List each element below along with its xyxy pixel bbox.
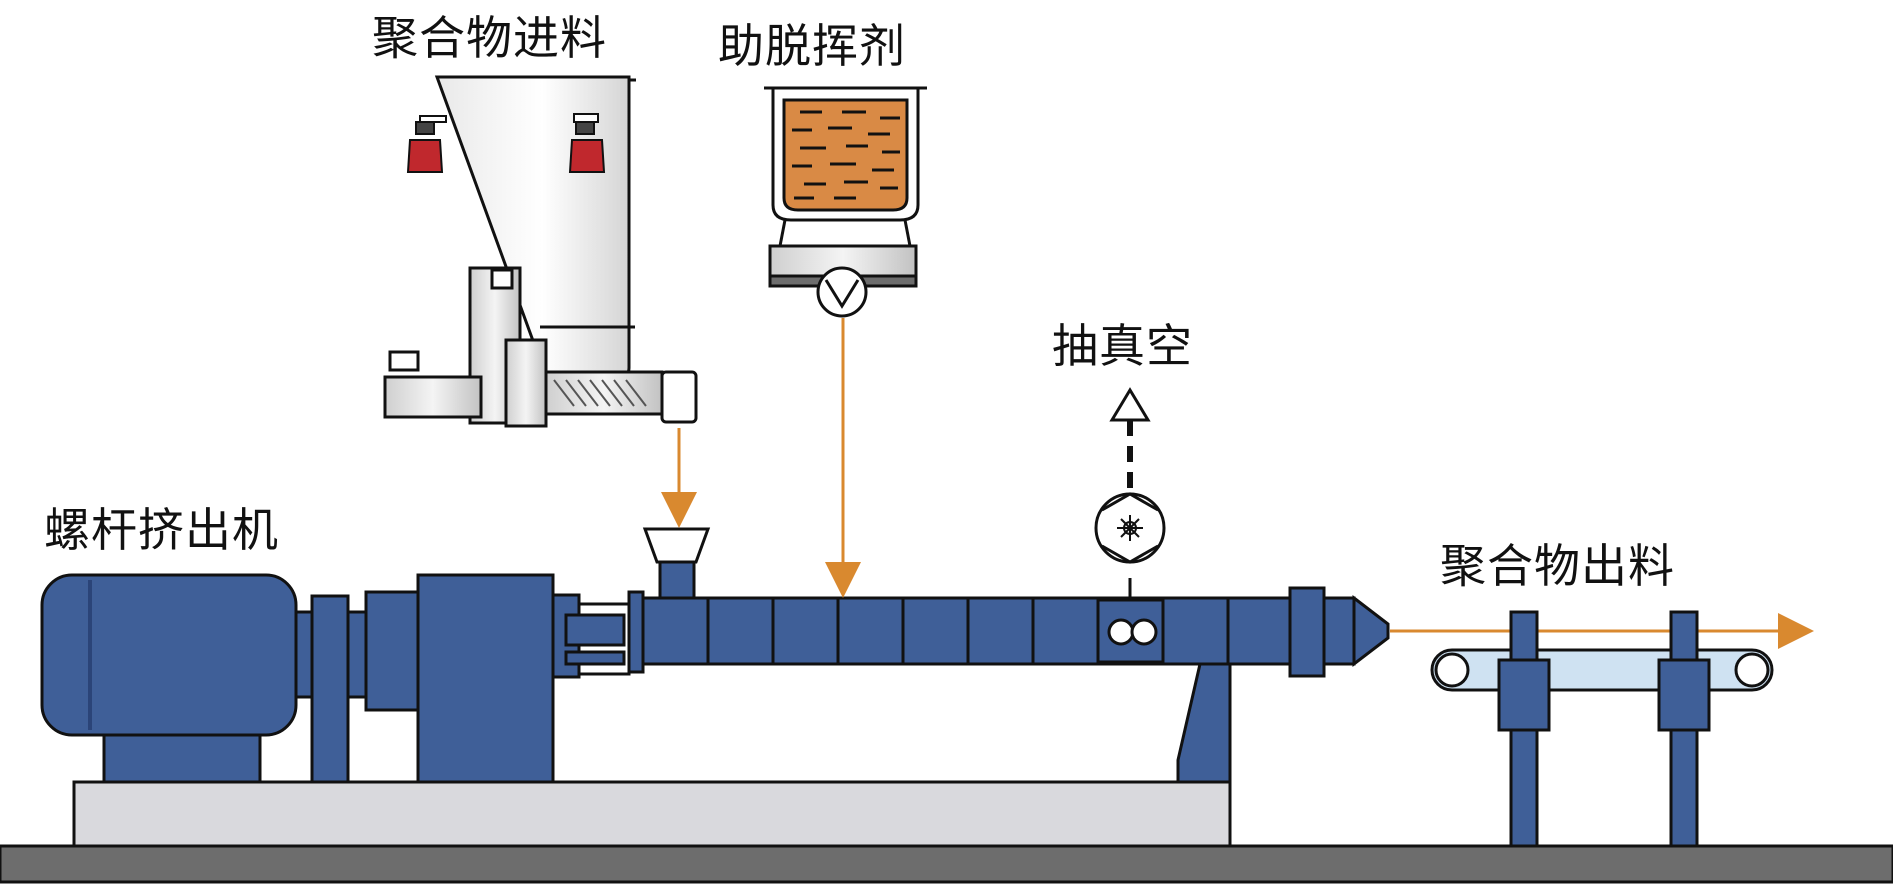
motor-icon bbox=[40, 573, 581, 784]
tank-icon bbox=[764, 86, 927, 288]
conveyor-icon bbox=[1430, 610, 1774, 848]
pump-icon bbox=[816, 266, 868, 318]
coupling bbox=[564, 590, 645, 676]
barrel-support bbox=[1176, 662, 1232, 784]
hopper-valve-left bbox=[406, 115, 447, 173]
extruder-barrel bbox=[641, 586, 1390, 678]
floor bbox=[0, 844, 1893, 884]
devolatilizer-label: 助脱挥剂 bbox=[718, 19, 906, 73]
extruder-label: 螺杆挤出机 bbox=[44, 503, 279, 557]
hopper-valve-right bbox=[568, 113, 606, 173]
polymer-feed-label: 聚合物进料 bbox=[372, 11, 607, 65]
vacuum-arrow-icon bbox=[1109, 387, 1151, 422]
vacuum-label: 抽真空 bbox=[1052, 319, 1193, 373]
base-platform bbox=[72, 780, 1232, 848]
feed-funnel bbox=[642, 527, 711, 600]
vent-port bbox=[1096, 598, 1165, 664]
vacuum-pump-icon bbox=[1094, 387, 1166, 598]
gear-icon bbox=[1117, 515, 1143, 541]
polymer-output-label: 聚合物出料 bbox=[1440, 539, 1675, 593]
